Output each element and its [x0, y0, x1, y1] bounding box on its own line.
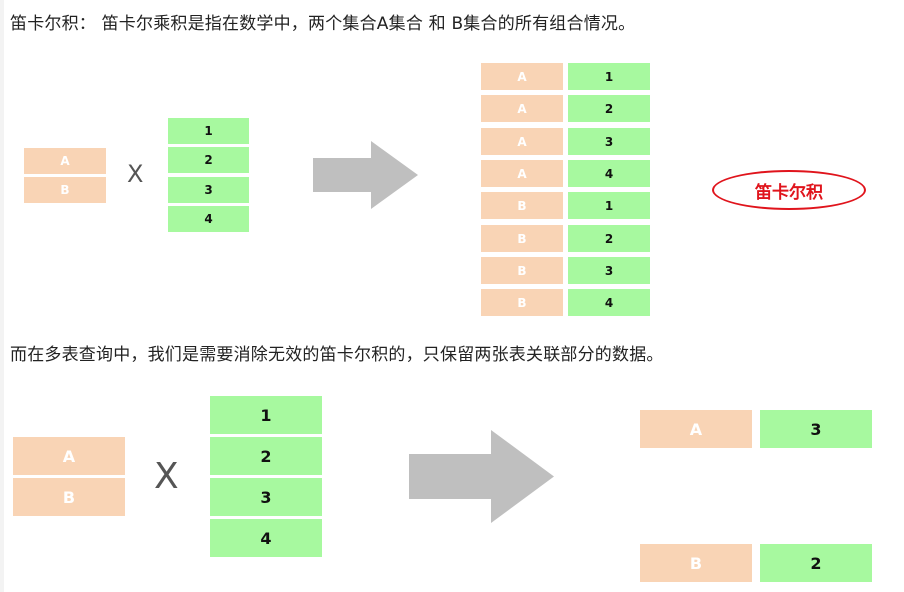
product-b-cell: 2	[568, 225, 650, 252]
product-b-cell: 1	[568, 192, 650, 219]
multi-table-query-note: 而在多表查询中，我们是需要消除无效的笛卡尔积的，只保留两张表关联部分的数据。	[10, 345, 664, 365]
set-b-cell: 4	[168, 206, 249, 232]
set-b-cell: 1	[210, 396, 322, 434]
cartesian-product-callout: 笛卡尔积	[712, 170, 866, 210]
result-b-cell: 2	[760, 544, 872, 582]
result-a-cell: B	[640, 544, 752, 582]
product-b-cell: 4	[568, 160, 650, 187]
set-b-cell: 3	[210, 478, 322, 516]
times-symbol: X	[127, 160, 144, 188]
product-b-cell: 3	[568, 257, 650, 284]
product-b-cell: 3	[568, 128, 650, 155]
product-a-cell: B	[481, 257, 563, 284]
product-a-cell: A	[481, 160, 563, 187]
product-a-cell: B	[481, 192, 563, 219]
product-b-cell: 4	[568, 289, 650, 316]
set-a-cell: A	[24, 148, 106, 174]
set-b-cell: 1	[168, 118, 249, 144]
right-arrow-icon	[409, 430, 554, 523]
result-b-cell: 3	[760, 410, 872, 448]
product-b-cell: 1	[568, 63, 650, 90]
product-a-cell: A	[481, 63, 563, 90]
product-a-cell: A	[481, 95, 563, 122]
set-a-cell: A	[13, 437, 125, 475]
set-b-cell: 2	[210, 437, 322, 475]
cartesian-product-definition: 笛卡尔积： 笛卡尔乘积是指在数学中，两个集合A集合 和 B集合的所有组合情况。	[10, 14, 636, 34]
set-b-cell: 3	[168, 177, 249, 203]
set-a-cell: B	[24, 177, 106, 203]
times-symbol: X	[154, 456, 179, 497]
left-margin-bar	[0, 0, 4, 592]
right-arrow-icon	[313, 141, 418, 209]
product-a-cell: A	[481, 128, 563, 155]
product-a-cell: B	[481, 289, 563, 316]
set-a-cell: B	[13, 478, 125, 516]
set-b-cell: 2	[168, 147, 249, 173]
product-b-cell: 2	[568, 95, 650, 122]
set-b-cell: 4	[210, 519, 322, 557]
product-a-cell: B	[481, 225, 563, 252]
result-a-cell: A	[640, 410, 752, 448]
